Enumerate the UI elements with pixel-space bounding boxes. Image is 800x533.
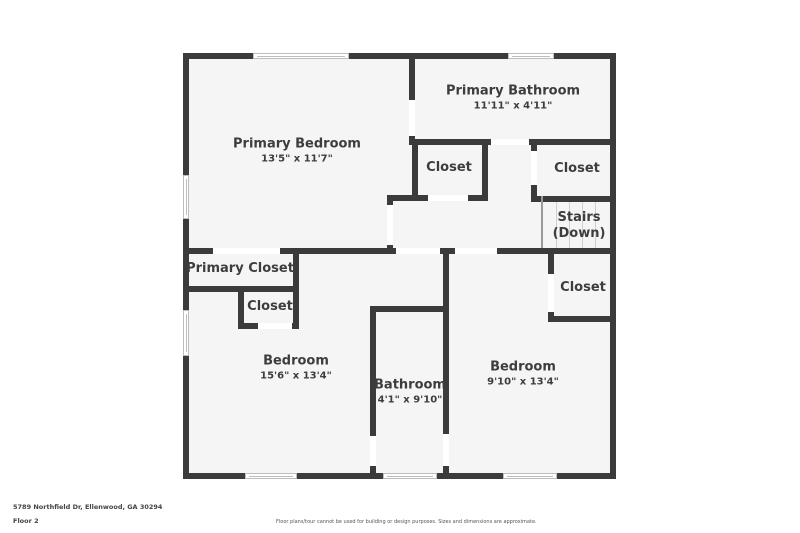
room-name: Closet [247,299,293,314]
room-closet-upper-right: Closet [554,161,600,177]
room-name: Closet [560,280,606,295]
door-bathroom-left [370,436,376,466]
room-primary-bedroom: Primary Bedroom 13'5" x 11'7" [233,137,361,166]
room-name: Closet [426,160,472,175]
room-bathroom: Bathroom 4'1" x 9'10" [374,378,446,407]
room-bedroom-right: Bedroom 9'10" x 13'4" [487,360,559,389]
room-name: Primary Bedroom [233,136,361,152]
room-primary-bathroom: Primary Bathroom 11'11" x 4'11" [446,84,580,113]
room-dimensions: 15'6" x 13'4" [260,370,332,382]
room-dimensions: 4'1" x 9'10" [377,394,443,406]
floor-area [183,53,616,479]
outer-wall-top [183,53,616,59]
wall-bathroom-right [443,248,449,479]
wall-bathroom-top [370,306,449,312]
door-closet-ur [531,151,537,185]
wall-closet-small-left [238,286,244,329]
room-dimensions: 13'5" x 11'7" [261,153,333,165]
window-bedroom-left-bottom [245,473,297,479]
stair-tread [582,202,583,248]
stair-tread [556,202,557,248]
wall-stairs-left [541,196,543,252]
room-dimensions: 9'10" x 13'4" [487,376,559,388]
door-primary-closet [213,248,280,254]
wall-closet-lr-bottom [548,316,616,322]
window-bedroom-right-bottom [503,473,557,479]
room-closet-upper-middle: Closet [426,160,472,176]
outer-wall-right [610,53,616,479]
door-closet-lr [548,274,554,312]
stair-tread [569,202,570,248]
window-primary-bedroom-left [183,175,189,219]
window-bedroom-left-left [183,310,189,356]
room-name: Primary Bathroom [445,83,581,99]
wall-primary-divider [409,53,415,145]
room-primary-closet: Primary Closet [186,261,294,277]
door-primary-bath [409,100,415,136]
door-closet-small [258,323,292,329]
door-primary-bedroom-hall [387,205,393,245]
wall-bathroom-left [370,306,376,479]
door-closet-um [428,195,468,201]
door-primary-bath-hall [491,139,529,145]
room-bedroom-left: Bedroom 15'6" x 13'4" [260,354,332,383]
window-primary-bedroom-top [253,53,349,59]
floor-label: Floor 2 [13,517,39,525]
room-name: Stairs [557,210,601,225]
stair-tread [595,202,596,248]
wall-closet-um-left [412,139,418,201]
room-name: Bedroom [490,359,556,375]
room-closet-lower-right: Closet [560,280,606,296]
wall-closet-ur-bottom [531,196,616,202]
room-name: Bathroom [374,377,446,393]
outer-wall-left [183,53,189,479]
disclaimer: Floor plans/tour cannot be used for buil… [276,519,537,525]
door-bathroom-right [443,434,449,466]
room-dimensions: 11'11" x 4'11" [473,100,553,112]
window-primary-bathroom-top [508,53,554,59]
door-hall-bedroom-left [396,248,440,254]
window-bathroom-bottom [383,473,437,479]
property-address: 5789 Northfield Dr, Ellenwood, GA 30294 [13,503,163,511]
room-closet-small-left: Closet [247,299,293,315]
room-stairs: Stairs (Down) [553,210,606,242]
room-name: Bedroom [263,353,329,369]
room-name: Primary Closet [186,261,294,276]
wall-closet-um-right [482,139,488,201]
room-sub: (Down) [552,226,606,241]
door-hall-bedroom-right [455,248,497,254]
room-name: Closet [554,161,600,176]
